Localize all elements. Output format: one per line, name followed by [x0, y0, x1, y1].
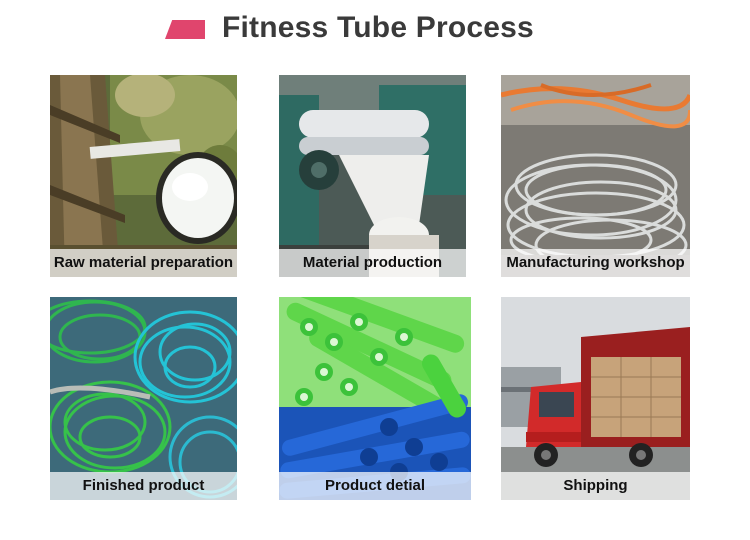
step-caption: Manufacturing workshop — [501, 249, 690, 277]
step-card-finished-product: Finished product — [50, 297, 237, 500]
step-card-material-production: Material production — [279, 75, 466, 277]
step-card-manufacturing-workshop: Manufacturing workshop — [501, 75, 690, 277]
step-caption: Product detial — [279, 472, 471, 500]
tube-ends-closeup-photo — [279, 297, 471, 500]
coiled-tubes-workshop-photo — [501, 75, 690, 277]
step-card-raw-material: Raw material preparation — [50, 75, 237, 277]
step-caption: Finished product — [50, 472, 237, 500]
title-accent-shape — [165, 20, 205, 39]
delivery-truck-photo — [501, 297, 690, 500]
page-title: Fitness Tube Process — [222, 11, 534, 44]
header: Fitness Tube Process — [0, 0, 750, 60]
step-caption: Raw material preparation — [50, 249, 237, 277]
green-blue-tube-coils-photo — [50, 297, 237, 500]
mixing-machine-photo — [279, 75, 466, 277]
step-caption: Shipping — [501, 472, 690, 500]
step-card-shipping: Shipping — [501, 297, 690, 500]
step-card-product-detail: Product detial — [279, 297, 471, 500]
rubber-tree-tapping-photo — [50, 75, 237, 277]
step-caption: Material production — [279, 249, 466, 277]
